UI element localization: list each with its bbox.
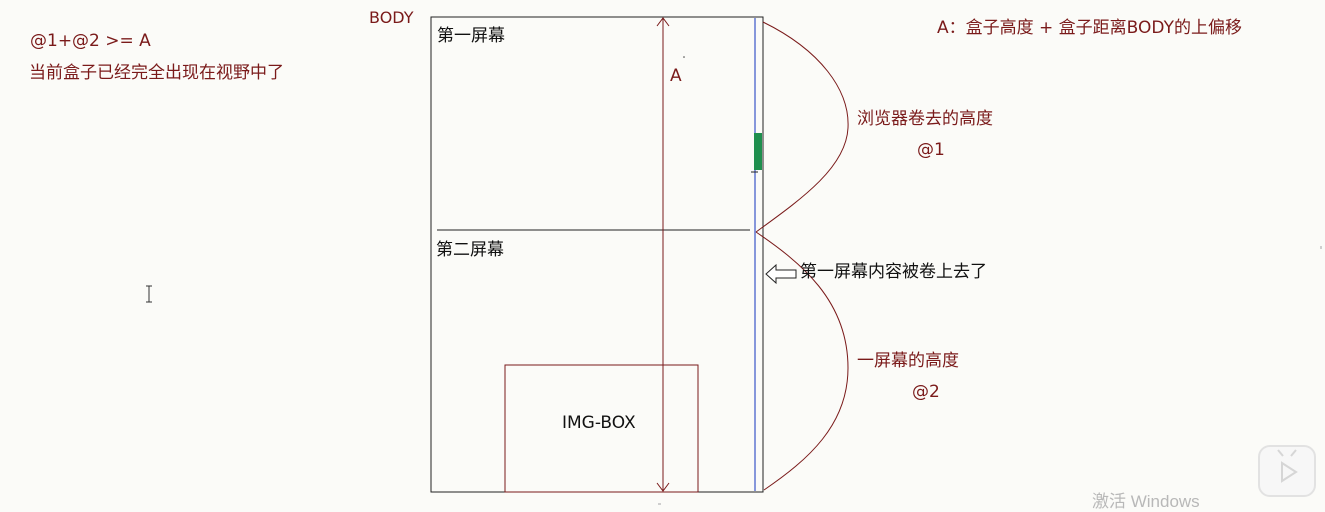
screen-height-brace	[755, 231, 849, 491]
screen-height-symbol: @2	[912, 382, 940, 402]
first-screen-label: 第一屏幕	[437, 26, 505, 46]
a-height-arrow-top-head	[656, 17, 670, 27]
body-label: BODY	[369, 8, 414, 27]
scrolled-height-label: 浏览器卷去的高度	[857, 109, 993, 129]
screen-height-label: 一屏幕的高度	[857, 351, 959, 371]
scroll-thumb	[754, 133, 762, 170]
scrolled-height-brace	[755, 21, 849, 233]
scrolled-height-symbol: @1	[917, 140, 945, 160]
edge-mark-right	[1320, 246, 1322, 249]
play-icon	[1277, 449, 1298, 483]
ibeam-cursor-icon	[146, 285, 152, 303]
a-marker-label: A	[670, 66, 682, 86]
edge-mark-bottom	[658, 503, 661, 505]
conclusion-text: 当前盒子已经完全出现在视野中了	[29, 63, 284, 83]
img-box-label: IMG-BOX	[562, 413, 636, 433]
hollow-left-arrow-icon	[765, 263, 797, 285]
activate-windows-watermark: 激活 Windows	[1092, 492, 1200, 511]
second-screen-label: 第二屏幕	[436, 240, 504, 260]
video-player-badge[interactable]	[1258, 445, 1316, 497]
small-dot	[683, 56, 685, 58]
a-definition: A：盒子高度 + 盒子距离BODY的上偏移	[937, 18, 1242, 38]
formula-text: @1+@2 >= A	[30, 31, 151, 51]
a-height-arrow-bottom-head	[656, 482, 670, 492]
scrolled-note: 第一屏幕内容被卷上去了	[800, 262, 987, 282]
img-box-outline	[504, 364, 699, 493]
